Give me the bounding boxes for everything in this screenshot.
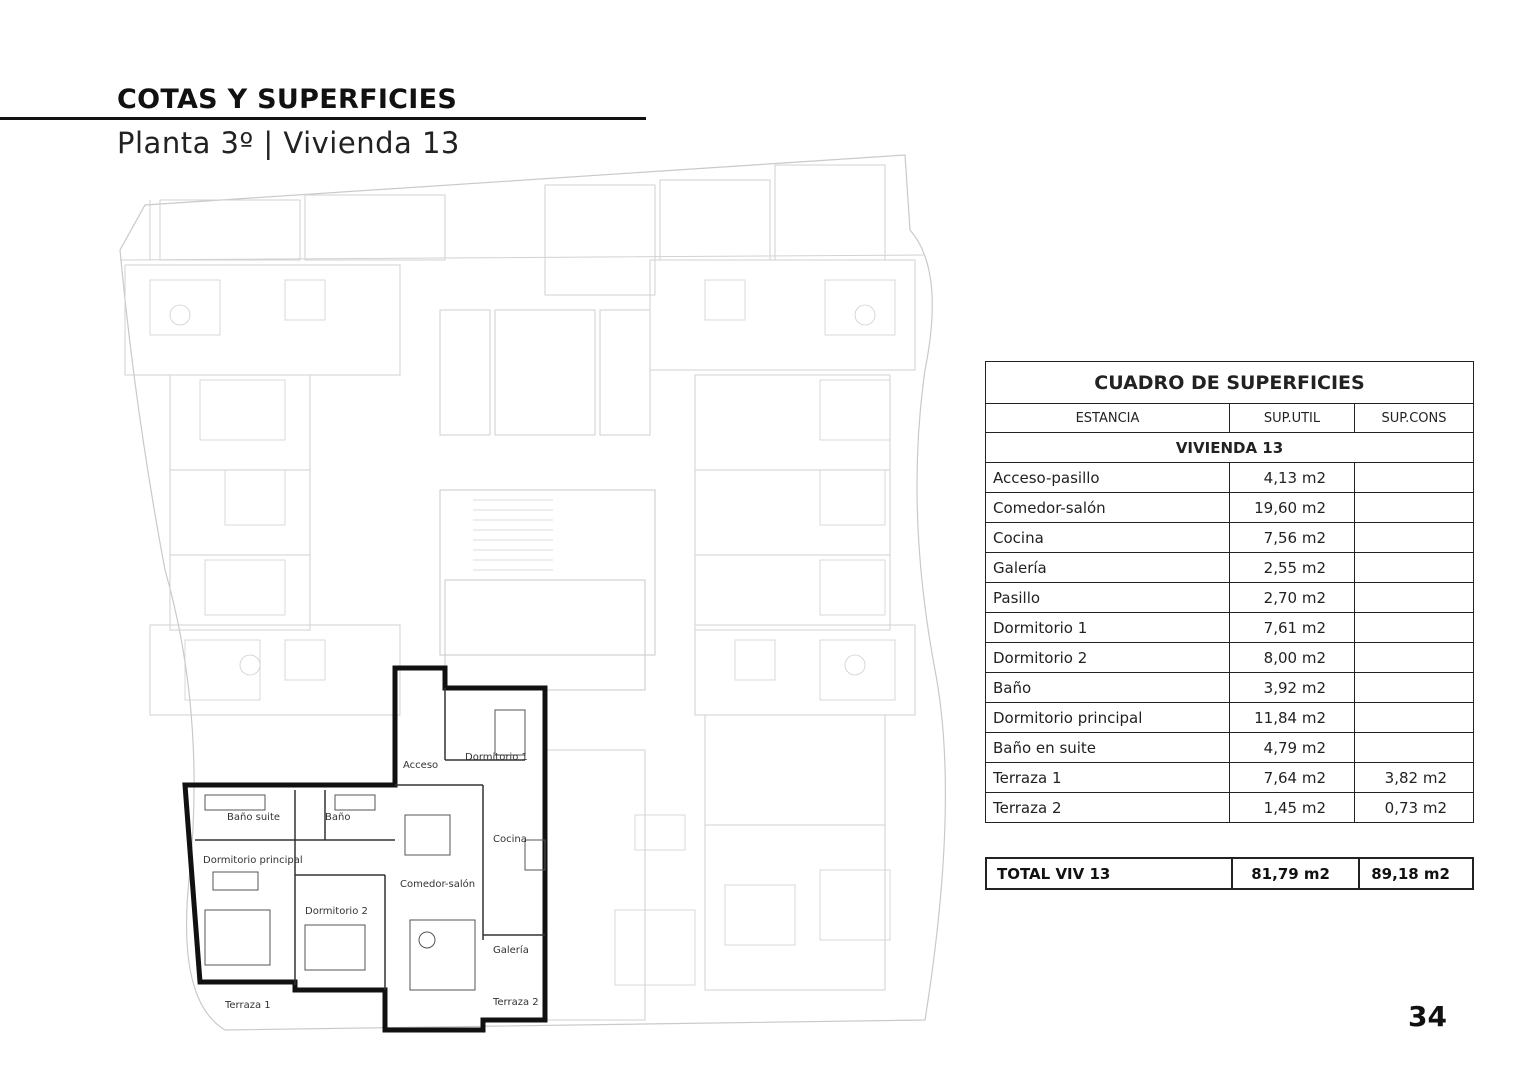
row-util: 8,00 m2	[1229, 642, 1355, 673]
row-name: Terraza 2	[985, 792, 1230, 823]
row-name: Pasillo	[985, 582, 1230, 613]
row-cons	[1354, 522, 1474, 553]
row-name: Dormitorio 1	[985, 612, 1230, 643]
row-cons: 3,82 m2	[1354, 762, 1474, 793]
total-util: 81,79 m2	[1231, 857, 1360, 890]
label-cocina: Cocina	[493, 834, 527, 845]
row-name: Baño en suite	[985, 732, 1230, 763]
floor-plan: Acceso Dormitorio 1 Baño suite Baño Coci…	[105, 150, 955, 1035]
surfaces-table: CUADRO DE SUPERFICIES ESTANCIA SUP.UTIL …	[985, 361, 1474, 823]
row-cons	[1354, 462, 1474, 493]
col-header-estancia: ESTANCIA	[985, 403, 1230, 433]
row-util: 7,64 m2	[1229, 762, 1355, 793]
label-dormitorio-principal: Dormitorio principal	[203, 855, 303, 866]
row-cons	[1354, 702, 1474, 733]
total-table: TOTAL VIV 13 81,79 m2 89,18 m2	[985, 857, 1474, 890]
building-outline	[119, 154, 947, 1031]
row-util: 3,92 m2	[1229, 672, 1355, 703]
row-cons	[1354, 672, 1474, 703]
row-name: Dormitorio 2	[985, 642, 1230, 673]
label-comedor-salon: Comedor-salón	[400, 878, 475, 890]
row-name: Terraza 1	[985, 762, 1230, 793]
page-number: 34	[1408, 1000, 1447, 1033]
page-subtitle: Planta 3º | Vivienda 13	[117, 126, 460, 160]
row-name: Baño	[985, 672, 1230, 703]
row-name: Comedor-salón	[985, 492, 1230, 523]
row-util: 7,56 m2	[1229, 522, 1355, 553]
total-row: TOTAL VIV 13 81,79 m2 89,18 m2	[985, 857, 1474, 890]
row-util: 11,84 m2	[1229, 702, 1355, 733]
title-divider	[0, 117, 646, 120]
row-name: Galería	[985, 552, 1230, 583]
table-title: CUADRO DE SUPERFICIES	[985, 361, 1474, 404]
section-header: VIVIENDA 13	[985, 432, 1474, 463]
row-name: Cocina	[985, 522, 1230, 553]
col-header-cons: SUP.CONS	[1354, 403, 1474, 433]
row-cons	[1354, 642, 1474, 673]
label-terraza-1: Terraza 1	[224, 1000, 271, 1011]
label-terraza-2: Terraza 2	[492, 997, 539, 1008]
row-cons	[1354, 732, 1474, 763]
row-name: Acceso-pasillo	[985, 462, 1230, 493]
col-header-util: SUP.UTIL	[1229, 403, 1355, 433]
row-util: 4,13 m2	[1229, 462, 1355, 493]
total-cons: 89,18 m2	[1358, 857, 1474, 890]
label-acceso: Acceso	[403, 760, 438, 771]
page-title: COTAS Y SUPERFICIES	[117, 84, 458, 115]
row-util: 2,55 m2	[1229, 552, 1355, 583]
row-cons	[1354, 552, 1474, 583]
row-util: 4,79 m2	[1229, 732, 1355, 763]
row-cons	[1354, 582, 1474, 613]
row-cons	[1354, 492, 1474, 523]
label-bano-suite: Baño suite	[227, 812, 280, 823]
label-galeria: Galería	[493, 944, 529, 956]
row-cons	[1354, 612, 1474, 643]
row-cons: 0,73 m2	[1354, 792, 1474, 823]
row-name: Dormitorio principal	[985, 702, 1230, 733]
total-name: TOTAL VIV 13	[985, 857, 1233, 890]
row-util: 7,61 m2	[1229, 612, 1355, 643]
vivienda-13-outline	[182, 665, 548, 1033]
row-util: 2,70 m2	[1229, 582, 1355, 613]
label-dormitorio-2: Dormitorio 2	[305, 906, 368, 917]
label-bano: Baño	[325, 812, 350, 823]
label-dormitorio-1: Dormitorio 1	[465, 752, 528, 763]
row-util: 1,45 m2	[1229, 792, 1355, 823]
row-util: 19,60 m2	[1229, 492, 1355, 523]
